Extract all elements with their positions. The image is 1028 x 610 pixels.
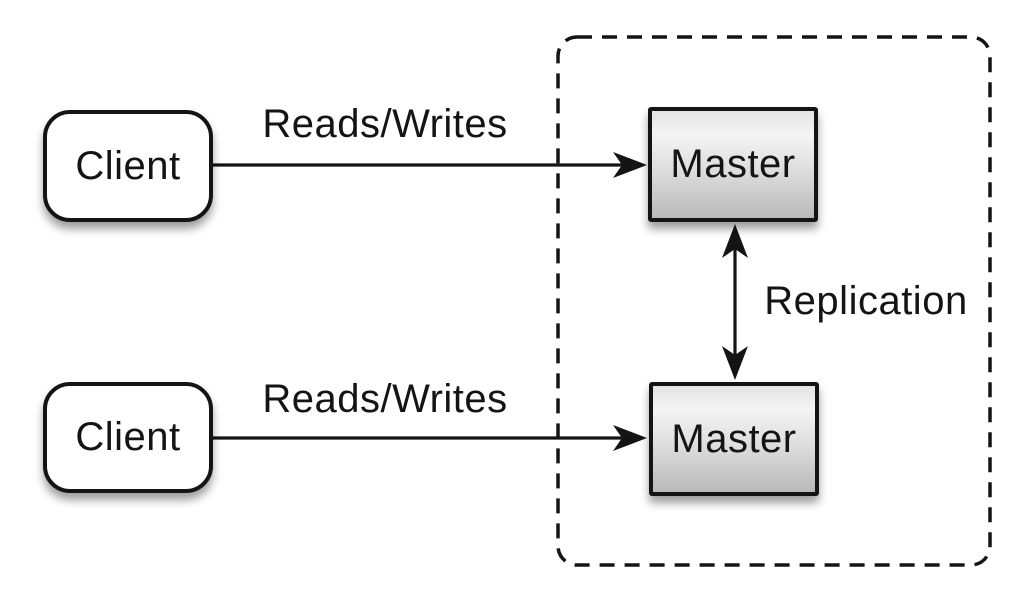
reads-writes-label-top: Reads/Writes bbox=[262, 102, 508, 146]
reads-writes-arrow-bottom bbox=[212, 425, 647, 451]
client-node-top: Client bbox=[43, 110, 213, 222]
master-node-bottom-label: Master bbox=[671, 416, 797, 461]
client-node-bottom: Client bbox=[43, 382, 213, 493]
replication-arrow bbox=[722, 224, 748, 380]
client-node-top-label: Client bbox=[75, 143, 181, 188]
replication-group-boundary bbox=[556, 35, 992, 567]
master-node-top-label: Master bbox=[670, 142, 796, 186]
reads-writes-arrow-top bbox=[213, 152, 647, 178]
arrowhead-right-icon bbox=[613, 425, 647, 451]
master-node-top: Master bbox=[648, 107, 818, 222]
replication-label: Replication bbox=[764, 279, 968, 323]
arrowhead-down-icon bbox=[722, 346, 748, 380]
arrowhead-up-icon bbox=[722, 224, 748, 258]
reads-writes-label-bottom: Reads/Writes bbox=[262, 377, 508, 421]
master-node-bottom: Master bbox=[649, 382, 819, 496]
arrowhead-right-icon bbox=[613, 152, 647, 178]
client-node-bottom-label: Client bbox=[75, 415, 181, 459]
